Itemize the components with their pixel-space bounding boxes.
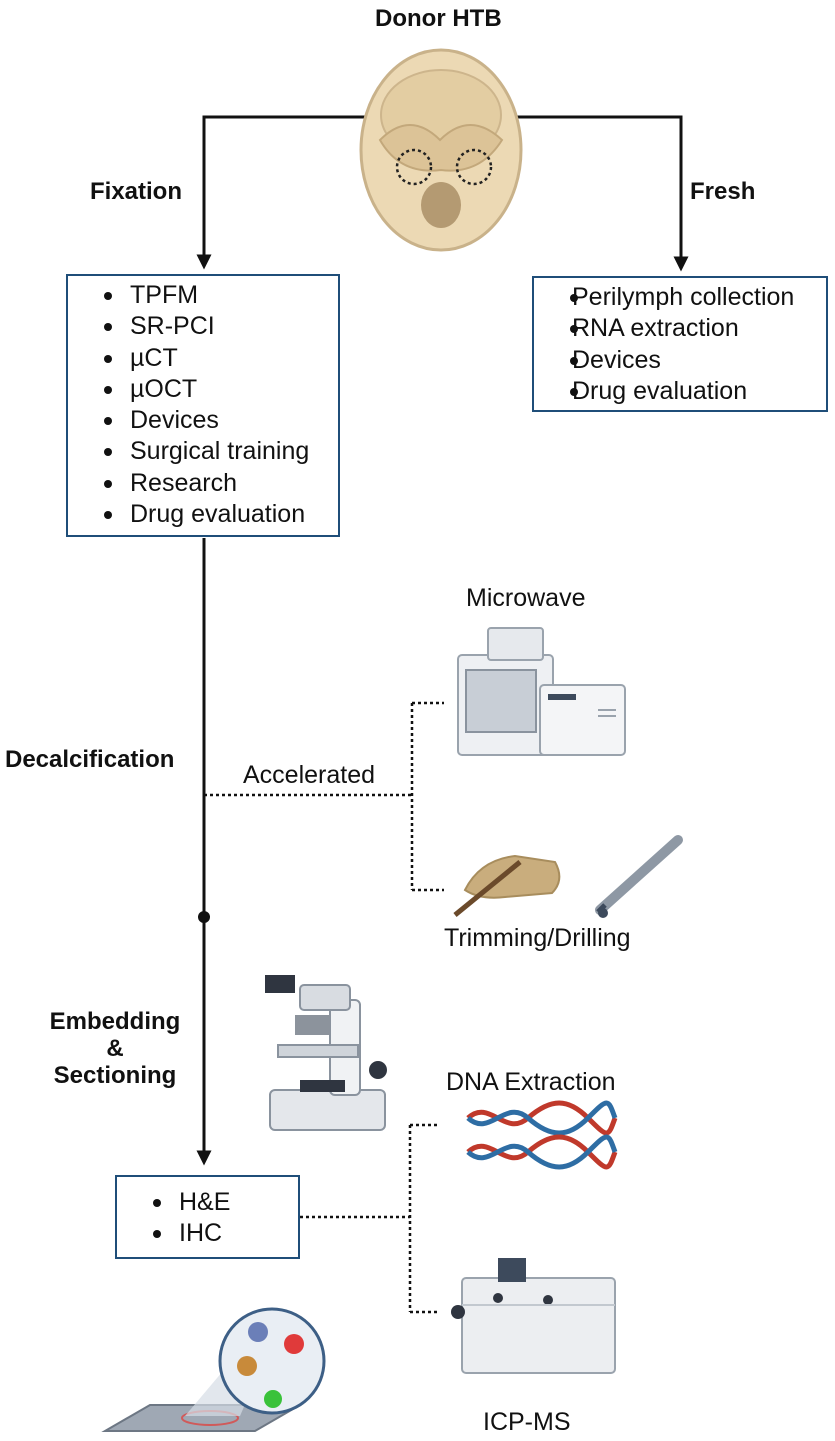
list-item: µOCT bbox=[68, 374, 338, 405]
accelerated-label: Accelerated bbox=[243, 761, 376, 789]
diagram-title: Donor HTB bbox=[375, 5, 502, 32]
list-item: Devices bbox=[534, 345, 826, 376]
list-item: Devices bbox=[68, 405, 338, 436]
list-item: Surgical training bbox=[68, 436, 338, 467]
fresh-box: Perilymph collection RNA extraction Devi… bbox=[532, 276, 828, 412]
icpms-label: ICP-MS bbox=[483, 1408, 571, 1436]
list-item: SR-PCI bbox=[68, 311, 338, 342]
trunk-node bbox=[198, 911, 210, 923]
list-item: Drug evaluation bbox=[68, 499, 338, 530]
list-item: IHC bbox=[117, 1218, 298, 1249]
microwave-label: Microwave bbox=[466, 584, 586, 612]
list-item: Drug evaluation bbox=[534, 376, 826, 407]
microscope-illustration bbox=[265, 975, 387, 1131]
branch-connectors bbox=[196, 115, 689, 272]
microwave-illustration bbox=[457, 627, 626, 756]
trimming-illustration bbox=[453, 835, 683, 918]
fresh-label: Fresh bbox=[690, 178, 756, 205]
trimming-label: Trimming/Drilling bbox=[444, 924, 631, 952]
stain-box: H&E IHC bbox=[115, 1175, 300, 1259]
embedding-line-2: & bbox=[106, 1035, 124, 1062]
fixation-list: TPFM SR-PCI µCT µOCT Devices Surgical tr… bbox=[68, 280, 338, 530]
list-item: Research bbox=[68, 468, 338, 499]
stain-bracket bbox=[300, 1123, 440, 1314]
embedding-label: Embedding & Sectioning bbox=[30, 1008, 200, 1089]
embedding-line-1: Embedding bbox=[49, 1008, 181, 1035]
decalcification-label: Decalcification bbox=[5, 746, 175, 773]
list-item: Perilymph collection bbox=[534, 282, 826, 313]
skull-illustration bbox=[359, 48, 523, 252]
dna-illustration bbox=[466, 1100, 618, 1170]
fixation-box: TPFM SR-PCI µCT µOCT Devices Surgical tr… bbox=[66, 274, 340, 537]
embedding-line-3: Sectioning bbox=[53, 1062, 177, 1089]
decal-bracket bbox=[204, 701, 444, 892]
list-item: RNA extraction bbox=[534, 313, 826, 344]
slide-illustration bbox=[101, 1307, 326, 1432]
icpms-illustration bbox=[451, 1258, 616, 1374]
list-item: µCT bbox=[68, 343, 338, 374]
fixation-label: Fixation bbox=[90, 178, 183, 205]
fresh-list: Perilymph collection RNA extraction Devi… bbox=[534, 282, 826, 407]
stain-list: H&E IHC bbox=[117, 1187, 298, 1250]
list-item: TPFM bbox=[68, 280, 338, 311]
dna-label: DNA Extraction bbox=[446, 1068, 616, 1096]
list-item: H&E bbox=[117, 1187, 298, 1218]
